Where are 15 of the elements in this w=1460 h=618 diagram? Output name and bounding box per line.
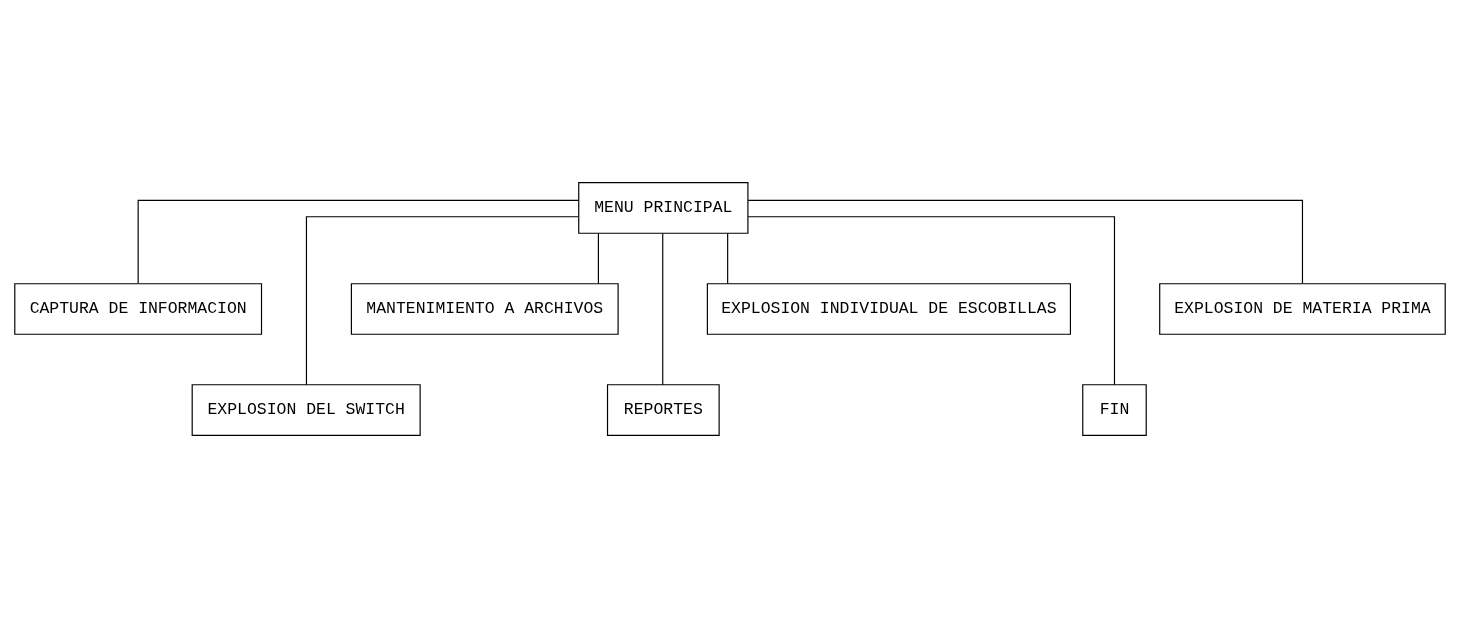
connector	[305, 216, 579, 386]
node-box: CAPTURA DE INFORMACION	[14, 283, 263, 335]
connector	[747, 199, 1304, 284]
node-box: MANTENIMIENTO A ARCHIVOS	[350, 283, 619, 335]
connector	[747, 216, 1116, 386]
node-box: FIN	[1082, 384, 1147, 436]
node-box: EXPLOSION INDIVIDUAL DE ESCOBILLAS	[706, 283, 1071, 335]
node-box: REPORTES	[606, 384, 720, 436]
node-box: EXPLOSION DEL SWITCH	[191, 384, 421, 436]
connector	[137, 199, 579, 284]
connector	[597, 232, 599, 285]
node-box: EXPLOSION DE MATERIA PRIMA	[1159, 283, 1446, 335]
node-box: MENU PRINCIPAL	[578, 182, 749, 234]
connector	[727, 232, 729, 285]
connector	[662, 232, 664, 386]
